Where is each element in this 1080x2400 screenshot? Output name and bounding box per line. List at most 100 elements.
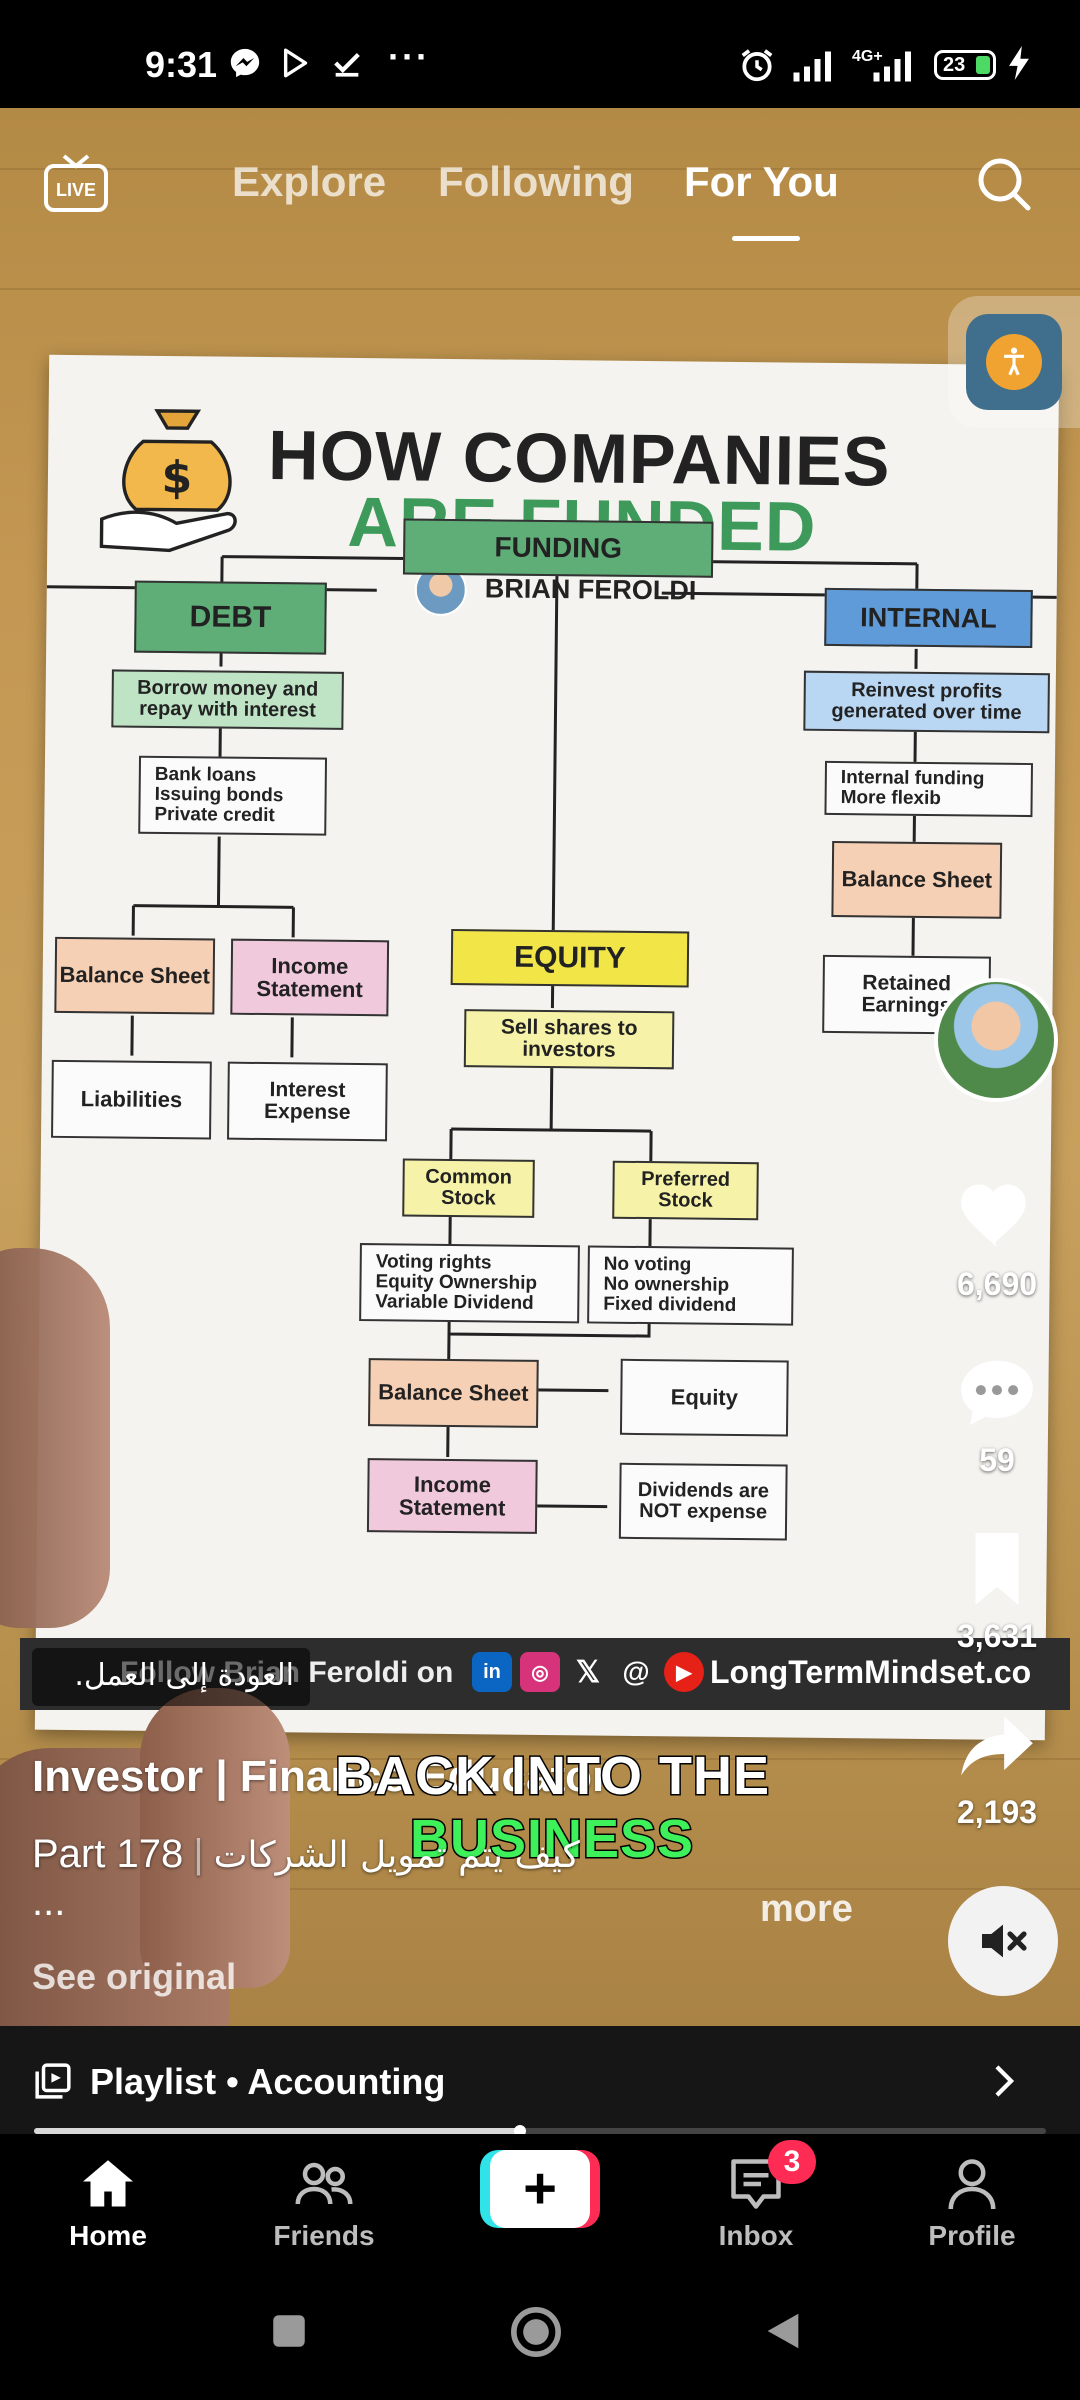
nav-profile-label: Profile	[928, 2220, 1016, 2251]
back-triangle-icon[interactable]	[760, 2308, 806, 2354]
nav-home-label: Home	[69, 2220, 147, 2251]
node-equity-income-statement: Income Statement	[366, 1458, 538, 1534]
node-funding: FUNDING	[402, 518, 714, 578]
live-icon[interactable]: LIVE	[42, 152, 110, 220]
instagram-icon: ◎	[520, 1652, 560, 1692]
search-icon[interactable]	[974, 154, 1034, 214]
node-liabilities: Liabilities	[51, 1059, 212, 1140]
create-button[interactable]: +	[480, 2150, 600, 2228]
video-caption-line1: BACK INTO THE	[333, 1745, 771, 1808]
node-dividends: Dividends are NOT expense	[618, 1462, 788, 1541]
video-caption-line2: BUSINESS	[408, 1808, 695, 1871]
bullet-item: More flexib	[840, 787, 942, 810]
linkedin-icon: in	[472, 1652, 512, 1692]
share-count: 2,193	[956, 1794, 1038, 1830]
more-dots-icon: ···	[388, 36, 430, 77]
status-time: 9:31	[145, 44, 218, 85]
nav-friends-label: Friends	[273, 2220, 375, 2251]
description-ellipsis: ...	[32, 1880, 66, 1924]
see-original-link[interactable]: See original	[32, 1956, 237, 1997]
nav-friends[interactable]: Friends	[216, 2134, 432, 2270]
more-button[interactable]: more	[760, 1888, 853, 1930]
youtube-icon: ▶	[664, 1652, 704, 1692]
home-circle-icon[interactable]	[508, 2304, 564, 2360]
node-equity-box: Equity	[619, 1358, 789, 1437]
bullet-item: No voting	[603, 1253, 692, 1276]
playlist-icon	[35, 2063, 71, 2099]
tab-following[interactable]: Following	[438, 158, 634, 205]
signal-icon	[793, 51, 831, 82]
node-debt-balance-sheet: Balance Sheet	[54, 936, 216, 1015]
node-internal-bullets: Internal funding More flexib	[824, 760, 1034, 818]
video-progress-fill	[34, 2128, 520, 2134]
playlist-label: Playlist • Accounting	[90, 2061, 446, 2102]
creator-name[interactable]: Investor | Finance Educator	[32, 1752, 610, 1801]
status-bar: 9:31 ··· 4G+ 23	[0, 0, 1080, 108]
playlist-bar[interactable]: Playlist • Accounting	[0, 2026, 1080, 2134]
comment-count: 59	[979, 1442, 1015, 1478]
accessibility-icon	[986, 334, 1042, 390]
x-icon: 𝕏	[575, 1655, 601, 1689]
node-equity-desc: Sell shares to investors	[463, 1009, 675, 1070]
bullet-item: No ownership	[603, 1273, 730, 1296]
friends-icon	[295, 2162, 353, 2205]
chevron-right-icon	[995, 2065, 1015, 2097]
node-debt-desc: Borrow money and repay with interest	[111, 669, 344, 730]
node-equity-balance-sheet: Balance Sheet	[368, 1358, 539, 1428]
recents-square-icon[interactable]	[268, 2310, 310, 2352]
network-type: 4G+	[852, 48, 883, 65]
bullet-item: Variable Dividend	[375, 1291, 534, 1314]
save-count: 3,631	[956, 1618, 1038, 1654]
speaker-muted-icon	[982, 1924, 1027, 1958]
bullet-item: Private credit	[154, 803, 275, 827]
node-preferred-stock: Preferred Stock	[612, 1160, 759, 1221]
node-debt-income-statement: Income Statement	[230, 938, 390, 1017]
nav-profile[interactable]: Profile	[864, 2134, 1080, 2270]
node-debt: DEBT	[134, 580, 327, 655]
node-common-stock: Common Stock	[402, 1158, 535, 1218]
tab-explore[interactable]: Explore	[232, 158, 387, 205]
home-icon	[83, 2160, 133, 2207]
like-heart-icon[interactable]	[954, 1172, 1040, 1258]
nav-home[interactable]: Home	[0, 2134, 216, 2270]
like-count: 6,690	[956, 1266, 1038, 1302]
node-common-bullets: Voting rights Equity Ownership Variable …	[359, 1243, 580, 1324]
video-description[interactable]: Part 178|كيف يتم تمويل الشركات	[32, 1832, 580, 1877]
charging-icon	[1009, 46, 1029, 80]
bullet-item: Bank loans	[154, 763, 257, 787]
download-done-icon	[334, 52, 360, 77]
bullet-item: Fixed dividend	[603, 1293, 737, 1316]
bookmark-icon[interactable]	[954, 1526, 1040, 1612]
nav-inbox-label: Inbox	[718, 2220, 794, 2251]
tab-for-you[interactable]: For You	[684, 158, 839, 205]
node-internal: INTERNAL	[824, 587, 1033, 649]
messenger-icon	[230, 48, 260, 78]
hand-finger	[140, 1688, 290, 1988]
node-internal-desc: Reinvest profits generated over time	[803, 670, 1050, 734]
svg-text:$: $	[161, 453, 192, 504]
nav-inbox[interactable]: Inbox	[648, 2134, 864, 2270]
creator-avatar[interactable]	[934, 978, 1058, 1102]
video-player[interactable]: $ HOW COMPANIES ARE FUNDED BRIAN FEROLDI	[0, 108, 1080, 2026]
plus-icon: +	[490, 2150, 590, 2228]
active-tab-indicator	[732, 236, 800, 241]
signal-icon-2	[873, 51, 911, 82]
battery-level: 23	[943, 54, 966, 76]
inbox-badge: 3	[768, 2140, 816, 2184]
comment-icon[interactable]	[954, 1350, 1040, 1436]
battery-indicator: 23	[934, 50, 996, 80]
share-icon[interactable]	[954, 1702, 1040, 1788]
mute-button[interactable]	[948, 1886, 1058, 1996]
poster-footer-site: LongTermMindset.co	[710, 1654, 1032, 1690]
part-label: Part 178	[32, 1832, 184, 1876]
translated-caption-chip: العودة إلى العمل.	[32, 1648, 310, 1706]
infographic-poster: $ HOW COMPANIES ARE FUNDED BRIAN FEROLDI	[34, 354, 1060, 1741]
node-equity: EQUITY	[450, 928, 690, 988]
alarm-icon	[741, 49, 773, 82]
node-internal-balance-sheet: Balance Sheet	[831, 840, 1003, 919]
arabic-description: كيف يتم تمويل الشركات	[213, 1835, 580, 1876]
system-nav-bar	[0, 2270, 1080, 2400]
play-store-icon	[283, 48, 308, 78]
separator: |	[193, 1832, 204, 1876]
node-debt-bullets: Bank loans Issuing bonds Private credit	[138, 755, 328, 836]
